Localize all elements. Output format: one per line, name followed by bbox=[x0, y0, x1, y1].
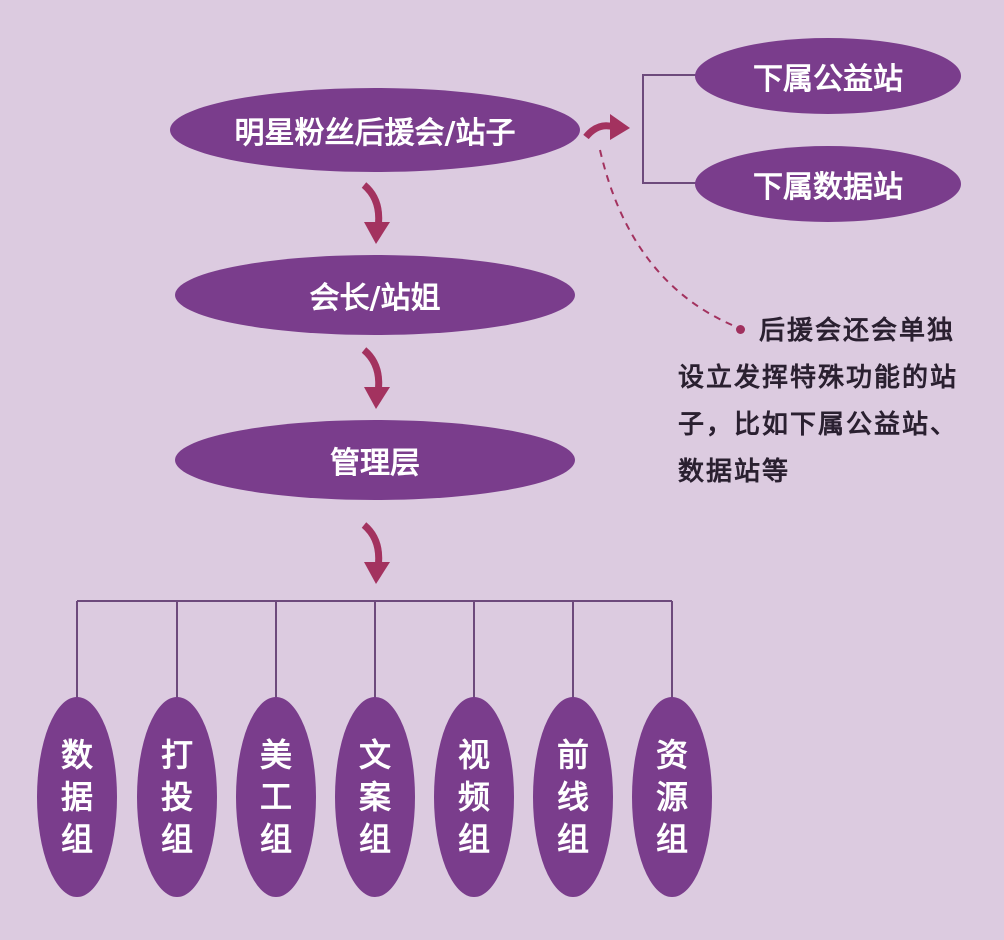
group-label: 打投组 bbox=[160, 736, 193, 858]
leader-label: 会长/站姐 bbox=[309, 281, 441, 316]
down-arrow-icon bbox=[361, 522, 390, 584]
down-arrow-icon bbox=[361, 347, 390, 409]
sub-station-label: 下属数据站 bbox=[753, 170, 903, 205]
dashed-connector bbox=[599, 149, 733, 326]
right-arrow-icon bbox=[583, 114, 630, 140]
group-node bbox=[335, 697, 415, 897]
group-node bbox=[533, 697, 613, 897]
group-label: 前线组 bbox=[556, 736, 589, 858]
annotation-note: 后援会还会单独设立发挥特殊功能的站子，比如下属公益站、数据站等 bbox=[678, 308, 968, 496]
group-connector-lines bbox=[76, 600, 673, 700]
root-node bbox=[170, 88, 580, 172]
group-node bbox=[236, 697, 316, 897]
group-node bbox=[37, 697, 117, 897]
group-label: 文案组 bbox=[358, 736, 391, 858]
bracket-connector bbox=[642, 74, 700, 184]
sub-station-node bbox=[695, 38, 961, 114]
group-label: 美工组 bbox=[259, 736, 292, 858]
management-node bbox=[175, 420, 575, 500]
group-node bbox=[137, 697, 217, 897]
group-label: 视频组 bbox=[457, 736, 490, 858]
group-node bbox=[434, 697, 514, 897]
group-label: 数据组 bbox=[60, 736, 93, 858]
root-label: 明星粉丝后援会/站子 bbox=[234, 116, 516, 151]
group-node bbox=[632, 697, 712, 897]
group-label: 资源组 bbox=[655, 736, 688, 858]
leader-node bbox=[175, 255, 575, 335]
bullet-icon bbox=[736, 324, 745, 334]
management-label: 管理层 bbox=[330, 446, 420, 481]
down-arrow-icon bbox=[361, 182, 390, 244]
annotation-text: 后援会还会单独设立发挥特殊功能的站子，比如下属公益站、数据站等 bbox=[678, 316, 959, 487]
sub-station-node bbox=[695, 146, 961, 222]
sub-station-label: 下属公益站 bbox=[753, 62, 903, 97]
